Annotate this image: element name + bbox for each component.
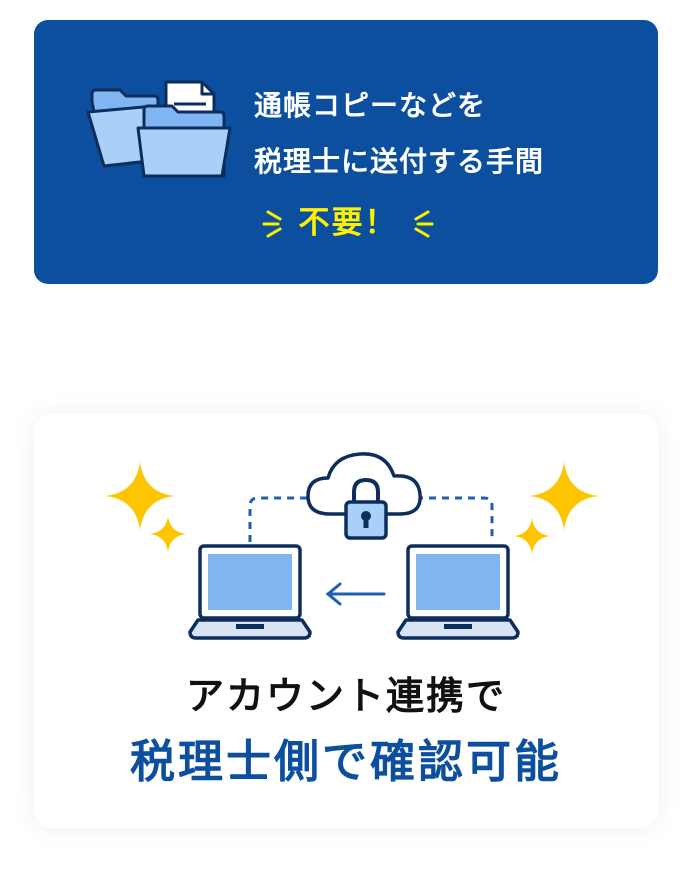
lock-icon <box>344 477 388 540</box>
arrow-left-icon <box>325 582 386 606</box>
sparkle-icon <box>106 462 174 530</box>
burst-left-icon <box>262 210 282 238</box>
sparkle-icon <box>150 516 186 552</box>
account-link-subheading: 税理士側で確認可能 <box>129 735 562 788</box>
banner-line-1: 通帳コピーなどを <box>254 89 487 122</box>
cloud-icon <box>306 452 422 516</box>
account-link-heading: アカウント連携で <box>185 674 506 718</box>
sparkle-icon <box>514 518 550 554</box>
cloud-lock-laptops-icon <box>106 452 598 640</box>
account-link-card: アカウント連携で 税理士側で確認可能 <box>34 414 658 828</box>
documents-folder-icon <box>86 80 232 178</box>
emphasis-row: 不要！ <box>260 198 436 248</box>
laptop-right-icon <box>396 544 520 640</box>
banner-line-2: 税理士に送付する手間 <box>254 145 545 178</box>
banner-message: 通帳コピーなどを 税理士に送付する手間 <box>254 78 544 190</box>
sparkle-icon <box>530 462 598 530</box>
emphasis-text: 不要！ <box>298 205 398 241</box>
burst-right-icon <box>414 210 434 238</box>
laptop-left-icon <box>188 544 312 640</box>
no-document-sending-banner: 通帳コピーなどを 税理士に送付する手間 不要！ <box>34 20 658 284</box>
